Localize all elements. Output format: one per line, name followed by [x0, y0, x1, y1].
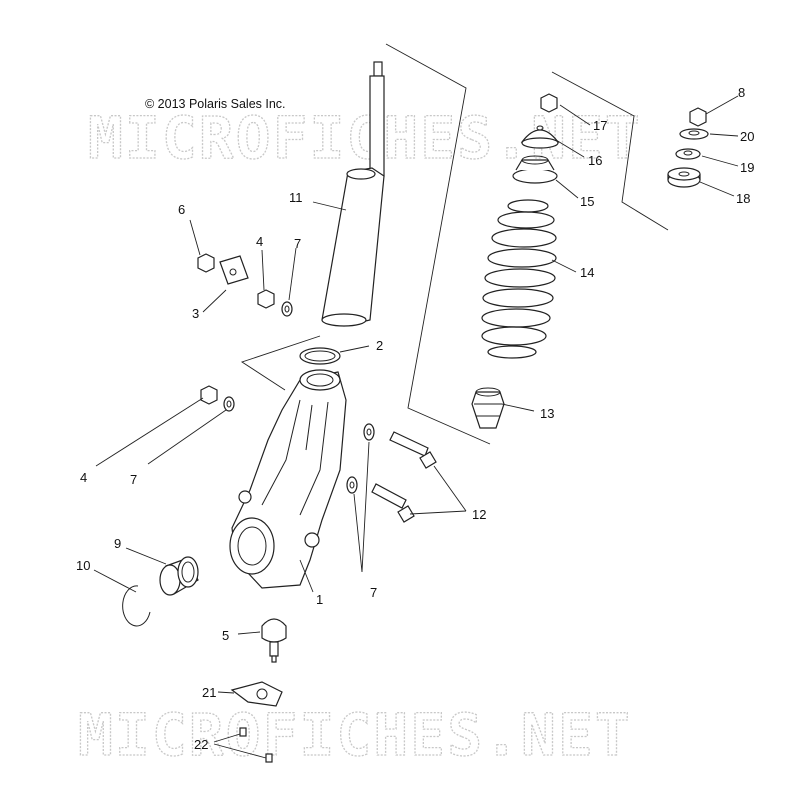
- callout-22: 22: [194, 737, 208, 752]
- part-15-spring-seat: [512, 155, 558, 184]
- copyright-text: © 2013 Polaris Sales Inc.: [145, 97, 286, 111]
- callout-5: 5: [222, 628, 229, 643]
- part-10-snap-ring: [122, 585, 151, 627]
- part-14-coil-spring: [481, 199, 557, 359]
- callout-6: 6: [178, 202, 185, 217]
- part-7-washer-upper: [281, 301, 293, 317]
- assembly-lines: [240, 43, 669, 445]
- callout-8: 8: [738, 85, 745, 100]
- callout-labels: 1 2 3 4 4 5 6 7 7 7 8 9 10 11 12 13 14 1…: [76, 85, 754, 752]
- part-19-washer: [675, 148, 701, 160]
- part-7-washer-left: [223, 396, 235, 412]
- part-4-nut-upper: [257, 289, 275, 309]
- callout-21: 21: [202, 685, 216, 700]
- part-9-bearing: [159, 556, 199, 596]
- callout-15: 15: [580, 194, 594, 209]
- callout-17: 17: [593, 118, 607, 133]
- callout-13: 13: [540, 406, 554, 421]
- callout-14: 14: [580, 265, 594, 280]
- callout-2: 2: [376, 338, 383, 353]
- callout-10: 10: [76, 558, 90, 573]
- part-3-clip: [219, 255, 249, 285]
- part-2-seal: [299, 347, 341, 365]
- part-17-nut: [540, 93, 558, 113]
- callout-7-left: 7: [130, 472, 137, 487]
- part-20-washer: [679, 128, 709, 140]
- part-4-nut-left: [200, 385, 218, 405]
- callout-7-lower: 7: [370, 585, 377, 600]
- callout-19: 19: [740, 160, 754, 175]
- part-12-bolts: [371, 431, 437, 523]
- callout-18: 18: [736, 191, 750, 206]
- callout-1: 1: [316, 592, 323, 607]
- callout-12: 12: [472, 507, 486, 522]
- callout-4-upper: 4: [256, 234, 263, 249]
- part-13-bump-stop: [471, 387, 505, 429]
- part-21-plate: [230, 681, 283, 707]
- callout-3: 3: [192, 306, 199, 321]
- part-6-nut: [197, 253, 215, 273]
- part-8-nut: [689, 107, 707, 127]
- callout-11: 11: [289, 190, 303, 205]
- callout-20: 20: [740, 129, 754, 144]
- watermark-top: MICROFICHES.NET: [88, 104, 642, 172]
- part-7-washers-right: [346, 423, 375, 494]
- callout-4-left: 4: [80, 470, 87, 485]
- callout-9: 9: [114, 536, 121, 551]
- part-5-ball-joint: [261, 618, 287, 663]
- watermark-bottom: MICROFICHES.NET: [78, 701, 632, 769]
- leader-lines: [93, 95, 739, 759]
- part-1-knuckle: [229, 369, 347, 589]
- callout-7-upper: 7: [294, 236, 301, 251]
- callout-16: 16: [588, 153, 602, 168]
- part-11-shock-absorber: [321, 61, 385, 327]
- part-18-bushing: [667, 167, 701, 188]
- part-16-upper-mount: [520, 125, 560, 149]
